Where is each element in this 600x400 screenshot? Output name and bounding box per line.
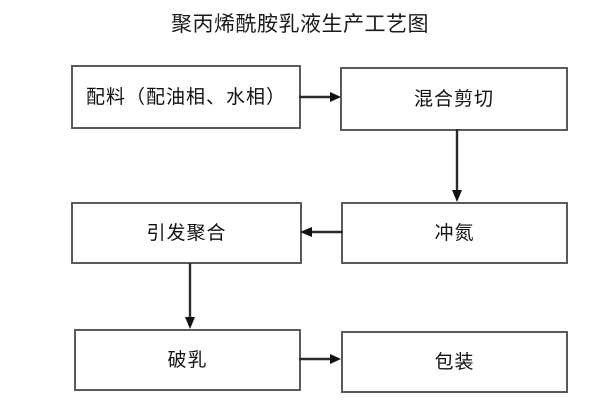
flow-node-label: 引发聚合 — [146, 222, 227, 244]
flow-node-ingredients[interactable]: 配料（配油相、水相） — [71, 65, 301, 129]
flow-node-label: 包装 — [434, 351, 475, 373]
arrow-nitrogen-to-polymerize — [299, 221, 343, 243]
arrow-demulsify-to-packaging — [299, 348, 343, 370]
arrow-polymerize-to-demulsify — [179, 263, 201, 331]
flow-node-mixing-shearing[interactable]: 混合剪切 — [340, 67, 568, 131]
arrow-ingredients-to-mixshear — [299, 86, 343, 108]
flow-node-demulsification[interactable]: 破乳 — [74, 329, 301, 391]
flow-node-label: 冲氮 — [434, 222, 475, 244]
arrow-mixshear-to-nitrogen — [446, 129, 468, 204]
flow-node-packaging[interactable]: 包装 — [341, 331, 568, 393]
flow-node-nitrogen-purge[interactable]: 冲氮 — [341, 202, 568, 264]
flow-node-initiated-polymerization[interactable]: 引发聚合 — [71, 202, 302, 264]
flow-node-label: 配料（配油相、水相） — [85, 86, 286, 108]
flow-node-label: 混合剪切 — [413, 88, 494, 110]
flow-node-label: 破乳 — [167, 349, 208, 371]
diagram-title: 聚丙烯酰胺乳液生产工艺图 — [171, 12, 429, 36]
